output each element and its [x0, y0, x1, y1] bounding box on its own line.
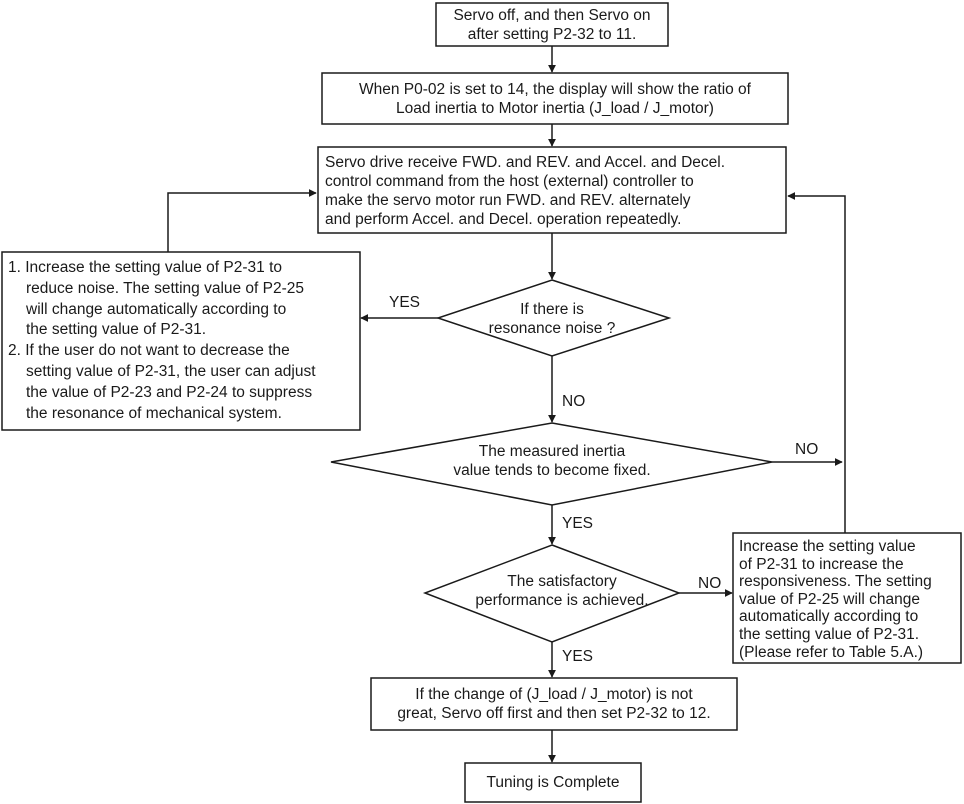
- noise-fix-box-text: 1. Increase the setting value of P2-31 t…: [8, 258, 358, 424]
- responsiveness-line: value of P2-25 will change: [739, 590, 920, 608]
- operation-box-line: and perform Accel. and Decel. operation …: [325, 211, 682, 228]
- operation-box-line: Servo drive receive FWD. and REV. and Ac…: [325, 154, 726, 171]
- display-box-shape: [321, 72, 789, 125]
- resonance-decision-text: If there is resonance noise ?: [462, 300, 642, 338]
- noise-fix-line: the value of P2-23 and P2-24 to suppress: [26, 383, 313, 401]
- inertia-decision-line: The measured inertia: [478, 443, 626, 460]
- inertia-decision-line: value tends to become fixed.: [453, 462, 651, 479]
- start-box-text: Servo off, and then Servo on after setti…: [436, 6, 668, 44]
- final-setting-box-text: If the change of (J_load / J_motor) is n…: [371, 685, 737, 723]
- resonance-decision-line: resonance noise ?: [488, 320, 616, 337]
- responsiveness-line: Increase the setting value: [739, 538, 916, 555]
- start-box-shape: [435, 2, 669, 47]
- noise-fix-line: 2. If the user do not want to decrease t…: [8, 342, 290, 360]
- performance-no-label: NO: [698, 575, 722, 592]
- noise-fix-line: reduce noise. The setting value of P2-25: [26, 279, 305, 297]
- noise-fix-line: the setting value of P2-31.: [26, 321, 207, 339]
- performance-decision-line: The satisfactory: [507, 573, 617, 590]
- operation-box-line: control command from the host (external)…: [325, 173, 694, 190]
- noise-fix-line: the resonance of mechanical system.: [26, 404, 282, 422]
- start-box-line: after setting P2-32 to 11.: [467, 26, 637, 43]
- responsiveness-line: (Please refer to Table 5.A.): [739, 643, 924, 661]
- final-setting-line: great, Servo off first and then set P2-3…: [397, 705, 711, 722]
- noise-fix-line: 1. Increase the setting value of P2-31 t…: [8, 259, 283, 276]
- arrow-responsiveness-back: [787, 192, 846, 533]
- inertia-no-label: NO: [795, 441, 819, 458]
- responsiveness-box-shape: [732, 532, 962, 664]
- responsiveness-line: responsiveness. The setting: [739, 573, 932, 591]
- responsiveness-box-text: Increase the setting value of P2-31 to i…: [739, 538, 961, 661]
- operation-box-line: make the servo motor run FWD. and REV. a…: [325, 192, 691, 209]
- responsiveness-line: automatically according to: [739, 608, 919, 626]
- operation-box-shape: [317, 146, 787, 234]
- noise-fix-box-shape: [1, 251, 361, 431]
- display-box-line: Load inertia to Motor inertia (J_load / …: [396, 100, 714, 117]
- responsiveness-line: the setting value of P2-31.: [739, 625, 920, 643]
- display-box-line: When P0-02 is set to 14, the display wil…: [358, 81, 751, 98]
- noise-fix-line: setting value of P2-31, the user can adj…: [26, 362, 316, 380]
- inertia-decision-text: The measured inertia value tends to beco…: [412, 442, 692, 480]
- arrow-noise-fix-back: [167, 189, 317, 252]
- start-box-line: Servo off, and then Servo on: [453, 7, 651, 24]
- resonance-decision-line: If there is: [520, 301, 584, 318]
- end-box-text: Tuning is Complete: [465, 773, 641, 792]
- performance-decision-line: performance is achieved.: [475, 592, 649, 609]
- final-setting-box-shape: [370, 677, 738, 731]
- responsiveness-line: of P2-31 to increase the: [739, 555, 904, 573]
- inertia-yes-label: YES: [562, 515, 594, 532]
- noise-fix-line: will change automatically according to: [26, 300, 287, 318]
- operation-box-text: Servo drive receive FWD. and REV. and Ac…: [325, 153, 783, 229]
- performance-yes-label: YES: [562, 648, 594, 665]
- end-box-line: Tuning is Complete: [486, 774, 620, 791]
- resonance-no-label: NO: [562, 393, 586, 410]
- end-box-shape: [464, 762, 642, 803]
- final-setting-line: If the change of (J_load / J_motor) is n…: [415, 686, 693, 703]
- display-box-text: When P0-02 is set to 14, the display wil…: [322, 80, 788, 118]
- resonance-yes-label: YES: [389, 294, 421, 311]
- performance-decision-text: The satisfactory performance is achieved…: [462, 572, 662, 610]
